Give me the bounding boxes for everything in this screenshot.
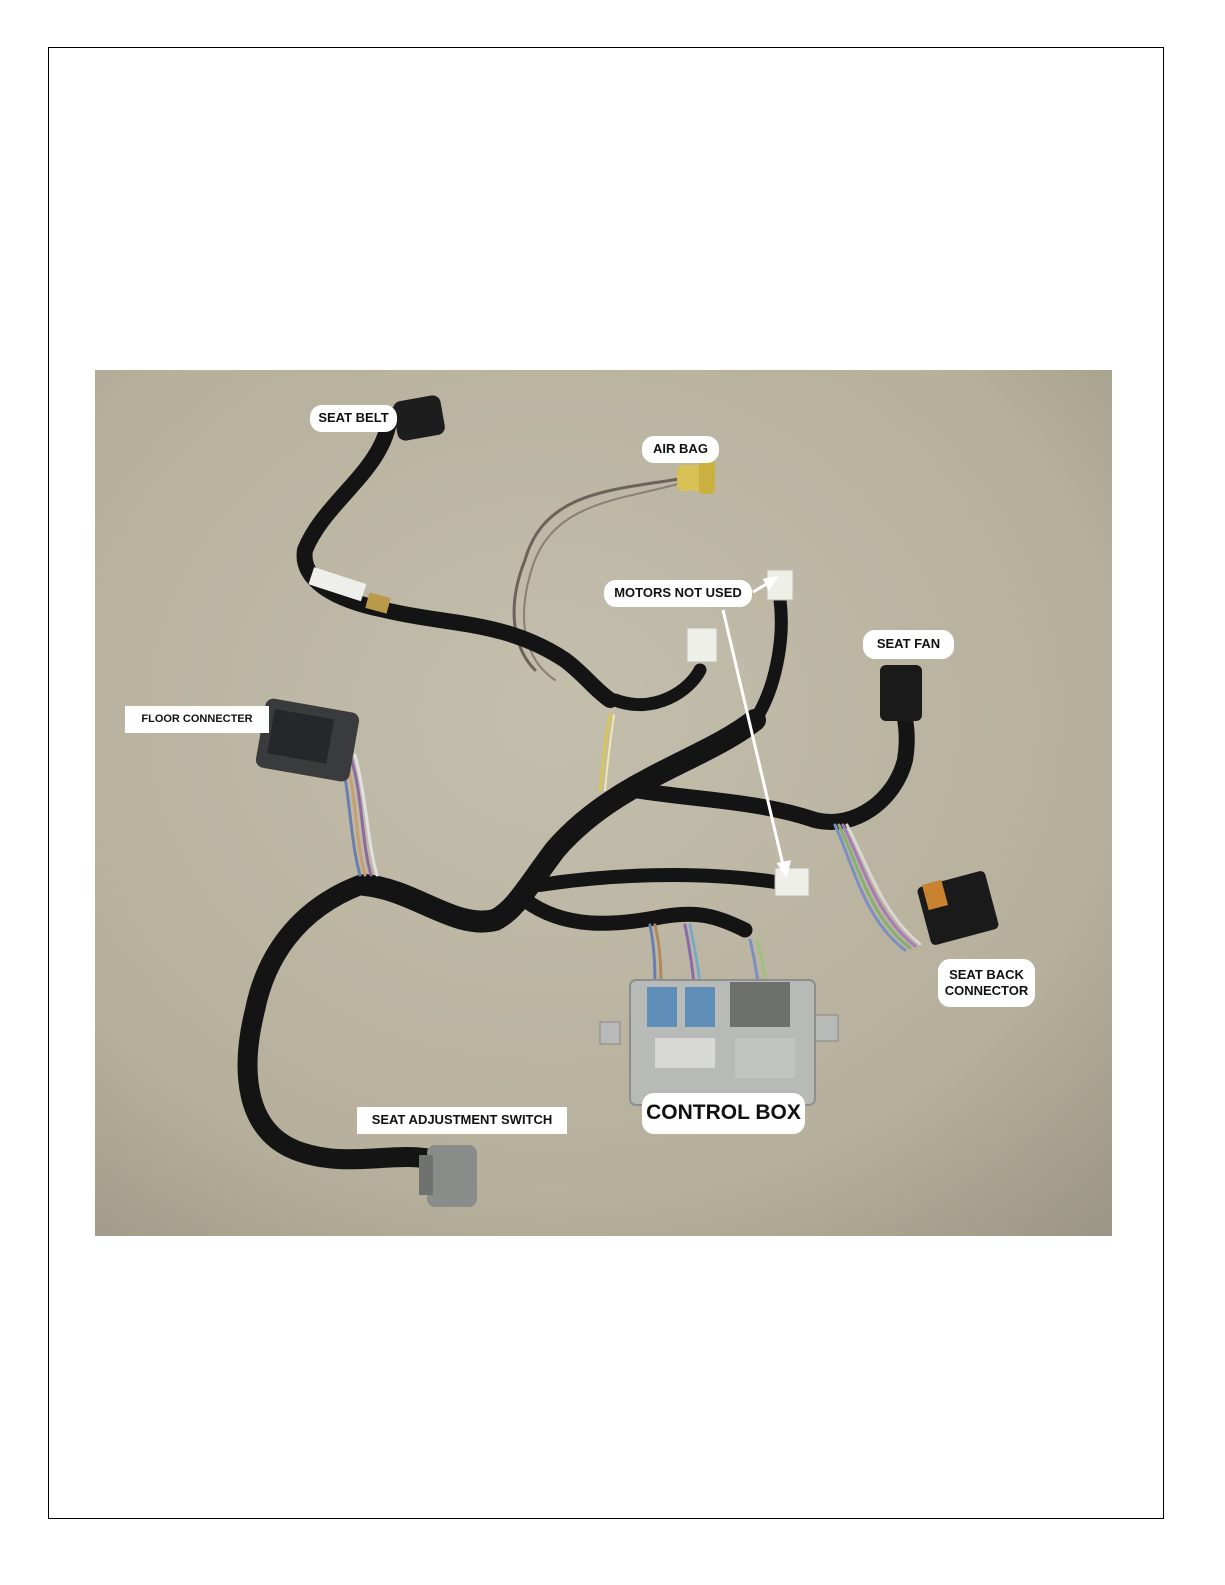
air-bag-label: AIR BAG <box>642 436 719 463</box>
wiring-harness-photo <box>95 370 1112 1236</box>
seat-back-connector-label-line2: CONNECTOR <box>945 983 1029 999</box>
seat-adjustment-switch-connector <box>427 1145 477 1207</box>
motors-not-used-label: MOTORS NOT USED <box>604 580 752 607</box>
floor-connecter-label: FLOOR CONNECTER <box>125 706 269 733</box>
motor-connector-1 <box>687 628 717 662</box>
seat-back-connector-label-line1: SEAT BACK <box>949 967 1024 983</box>
seat-fan-label: SEAT FAN <box>863 630 954 659</box>
control-box-label: CONTROL BOX <box>642 1093 805 1134</box>
control-box-unit <box>600 980 838 1105</box>
seat-belt-connector <box>392 394 446 442</box>
motor-connector-3 <box>775 868 809 896</box>
seat-belt-label: SEAT BELT <box>310 405 397 432</box>
seat-adjustment-switch-label: SEAT ADJUSTMENT SWITCH <box>357 1107 567 1134</box>
seat-fan-connector <box>880 665 922 721</box>
seat-back-connector-label: SEAT BACK CONNECTOR <box>938 959 1035 1007</box>
